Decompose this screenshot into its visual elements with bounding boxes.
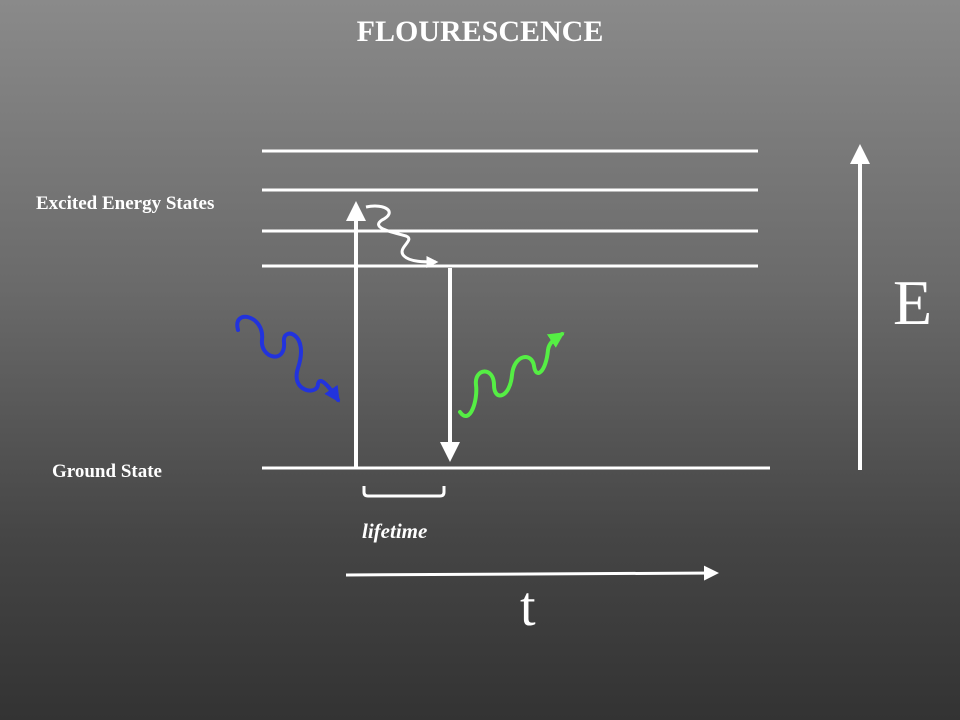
relaxation-squiggle xyxy=(365,204,439,268)
excited-states-label: Excited Energy States xyxy=(36,193,215,214)
ground-state-label: Ground State xyxy=(52,461,162,482)
lifetime-bracket xyxy=(362,486,446,498)
lifetime-label: lifetime xyxy=(362,519,428,543)
absorbed-photon-wave xyxy=(235,314,340,403)
energy-axis-label: E xyxy=(893,267,933,338)
emitted-photon-wave xyxy=(458,332,565,418)
page-title: FLOURESCENCE xyxy=(356,15,604,48)
time-axis-label: t xyxy=(520,576,536,638)
time-axis-arrow xyxy=(345,565,719,581)
